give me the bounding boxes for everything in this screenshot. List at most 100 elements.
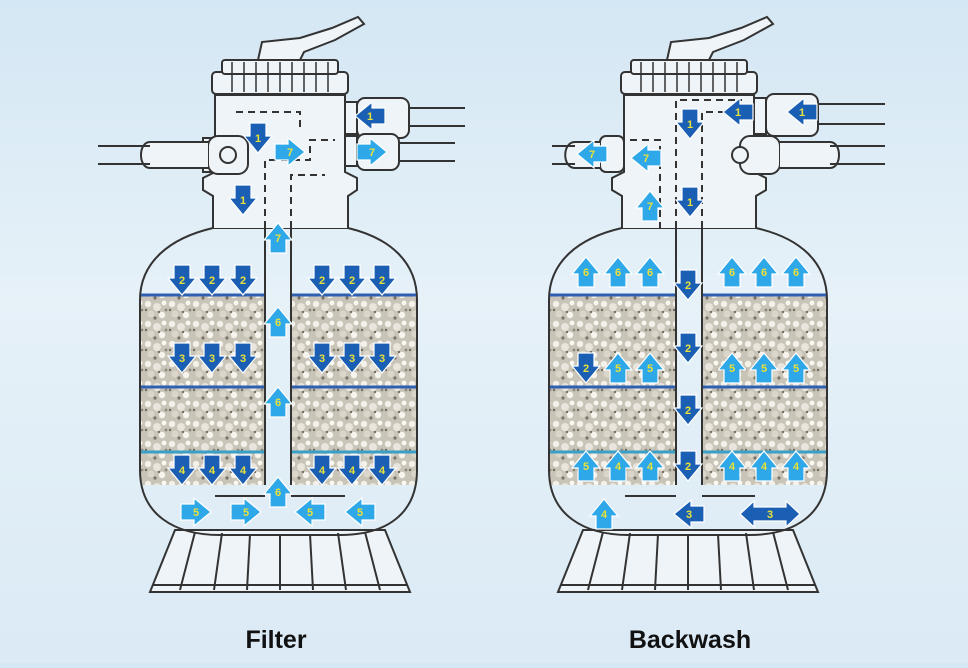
- filter-arrow-shape: [344, 496, 376, 528]
- filter-flow-arrow-5: 5: [180, 496, 212, 528]
- filter-flow-arrow-4: 4: [166, 454, 198, 486]
- filter-flow-arrow-3: 3: [227, 342, 259, 374]
- backwash-arrow-number: 1: [687, 197, 693, 209]
- backwash-flow-arrow-6: 6: [780, 256, 812, 288]
- filter-arrow-number: 7: [287, 147, 293, 159]
- backwash-arrow-shape: [634, 450, 666, 482]
- backwash-arrow-number: 2: [583, 363, 589, 375]
- backwash-arrow-shape: [786, 96, 818, 128]
- backwash-arrow-shape: [602, 256, 634, 288]
- filter-arrow-number: 2: [349, 275, 355, 287]
- backwash-flow-arrow-1: 1: [786, 96, 818, 128]
- backwash-flow-arrow-3: 3: [673, 498, 705, 530]
- backwash-arrow-number: 7: [647, 201, 653, 213]
- backwash-arrow-shape: [748, 256, 780, 288]
- backwash-arrow-number: 6: [583, 267, 589, 279]
- filter-flow-arrow-3: 3: [166, 342, 198, 374]
- backwash-arrow-number: 5: [729, 363, 735, 375]
- filter-flow-arrow-2: 2: [166, 264, 198, 296]
- filter-arrow-shape: [262, 476, 294, 508]
- backwash-arrow-number: 7: [643, 153, 649, 165]
- filter-flow-arrow-6: 6: [262, 386, 294, 418]
- filter-arrow-shape: [306, 342, 338, 374]
- filter-arrow-shape: [227, 184, 259, 216]
- filter-arrow-number: 5: [357, 507, 363, 519]
- filter-arrow-shape: [336, 264, 368, 296]
- filter-arrow-shape: [166, 454, 198, 486]
- backwash-arrow-number: 3: [767, 509, 773, 521]
- backwash-arrow-number: 5: [583, 461, 589, 473]
- backwash-flow-arrow-4: 4: [588, 498, 620, 530]
- backwash-flow-arrow-4: 4: [716, 450, 748, 482]
- backwash-multiport-valve: [620, 15, 775, 95]
- filter-arrow-number: 1: [367, 111, 373, 123]
- filter-valve-internal: [236, 111, 335, 228]
- filter-arrow-number: 1: [240, 195, 246, 207]
- filter-arrow-shape: [230, 496, 262, 528]
- backwash-arrow-number: 6: [615, 267, 621, 279]
- filter-arrow-shape: [196, 454, 228, 486]
- backwash-tank-base: [556, 529, 820, 593]
- filter-flow-arrow-4: 4: [227, 454, 259, 486]
- backwash-arrow-number: 2: [685, 461, 691, 473]
- backwash-arrow-shape: [672, 394, 704, 426]
- backwash-arrow-shape: [716, 352, 748, 384]
- filter-arrow-number: 3: [209, 353, 215, 365]
- backwash-arrow-shape: [674, 186, 706, 218]
- filter-flow-arrow-3: 3: [306, 342, 338, 374]
- backwash-flow-arrow-2: 2: [672, 269, 704, 301]
- backwash-flow-arrow-1: 1: [722, 96, 754, 128]
- filter-arrow-shape: [274, 136, 306, 168]
- filter-flow-arrow-7: 7: [274, 136, 306, 168]
- filter-arrow-number: 3: [240, 353, 246, 365]
- filter-arrow-number: 4: [349, 465, 356, 477]
- filter-arrow-number: 1: [255, 133, 261, 145]
- backwash-flow-arrow-4: 4: [780, 450, 812, 482]
- filter-arrow-shape: [354, 100, 386, 132]
- backwash-arrow-shape: [722, 96, 754, 128]
- filter-arrow-shape: [227, 454, 259, 486]
- backwash-arrow-number: 4: [761, 461, 768, 473]
- backwash-tank-body: [548, 227, 828, 536]
- filter-arrow-shape: [366, 454, 398, 486]
- backwash-arrow-number: 5: [615, 363, 621, 375]
- filter-arrow-shape: [166, 264, 198, 296]
- backwash-flow-arrow-4: 4: [634, 450, 666, 482]
- backwash-arrow-shape: [570, 352, 602, 384]
- filter-arrow-number: 4: [319, 465, 326, 477]
- filter-arrow-number: 6: [275, 487, 281, 499]
- filter-arrow-shape: [366, 264, 398, 296]
- backwash-arrow-shape: [748, 450, 780, 482]
- filter-flow-arrow-4: 4: [336, 454, 368, 486]
- filter-arrow-shape: [196, 264, 228, 296]
- filter-layer-lines: [141, 293, 416, 454]
- backwash-flow-arrow-5: 5: [634, 352, 666, 384]
- backwash-arrow-shape: [672, 450, 704, 482]
- backwash-flow-arrow-7: 7: [634, 190, 666, 222]
- filter-arrow-shape: [227, 264, 259, 296]
- backwash-arrow-shape: [602, 352, 634, 384]
- filter-arrow-number: 2: [209, 275, 215, 287]
- backwash-flow-arrow-6: 6: [748, 256, 780, 288]
- filter-flow-arrow-6: 6: [262, 476, 294, 508]
- backwash-flow-arrow-5: 5: [716, 352, 748, 384]
- backwash-arrow-number: 2: [685, 343, 691, 355]
- backwash-flow-arrow-1: 1: [674, 108, 706, 140]
- backwash-arrow-shape: [634, 352, 666, 384]
- backwash-flow-arrow-6: 6: [634, 256, 666, 288]
- backwash-flow-arrow-5: 5: [748, 352, 780, 384]
- filter-arrow-shape: [336, 454, 368, 486]
- backwash-flow-arrow-6: 6: [716, 256, 748, 288]
- filter-tank-body: [139, 227, 418, 536]
- backwash-arrow-number: 6: [647, 267, 653, 279]
- filter-flow-arrow-2: 2: [196, 264, 228, 296]
- backwash-arrow-number: 5: [793, 363, 799, 375]
- filter-arrow-shape: [306, 264, 338, 296]
- filter-flow-arrow-2: 2: [306, 264, 338, 296]
- backwash-arrow-number: 4: [615, 461, 622, 473]
- filter-arrow-number: 2: [379, 275, 385, 287]
- backwash-flow-arrow-7: 7: [576, 138, 608, 170]
